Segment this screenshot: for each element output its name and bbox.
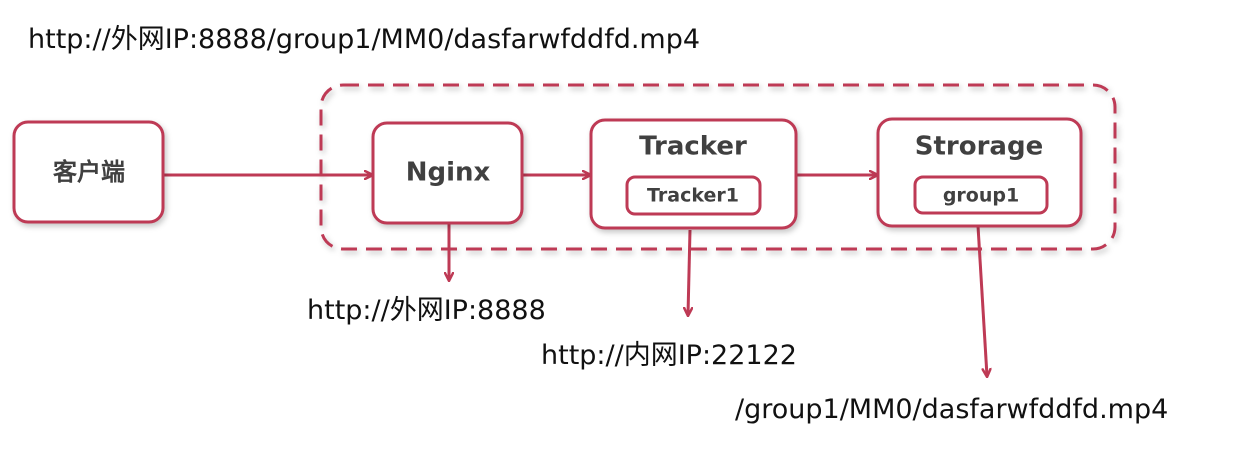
storage-path-label: /group1/MM0/dasfarwfddfd.mp4	[735, 394, 1169, 425]
tracker1-box	[625, 175, 762, 216]
group1-label: group1	[943, 185, 1019, 207]
client-label: 客户端	[53, 158, 125, 186]
tracker-label: Tracker	[639, 132, 747, 162]
arrow-tracker-down	[688, 229, 690, 315]
tracker-node: Tracker Tracker1	[589, 118, 798, 230]
storage-node: Strorage group1	[876, 117, 1083, 228]
storage-label: Strorage	[915, 132, 1043, 162]
nginx-address-label: http://外网IP:8888	[307, 295, 546, 326]
arrow-storage-down	[976, 225, 987, 376]
tracker-address-label: http://内网IP:22122	[541, 340, 797, 371]
nginx-node: Nginx	[371, 121, 524, 225]
tracker1-label: Tracker1	[647, 185, 739, 207]
group1-box	[913, 175, 1049, 215]
server-group-boundary	[319, 83, 1117, 251]
url-title: http://外网IP:8888/group1/MM0/dasfarwfddfd…	[28, 24, 701, 55]
nginx-label: Nginx	[406, 158, 491, 188]
client-node: 客户端	[12, 120, 165, 224]
